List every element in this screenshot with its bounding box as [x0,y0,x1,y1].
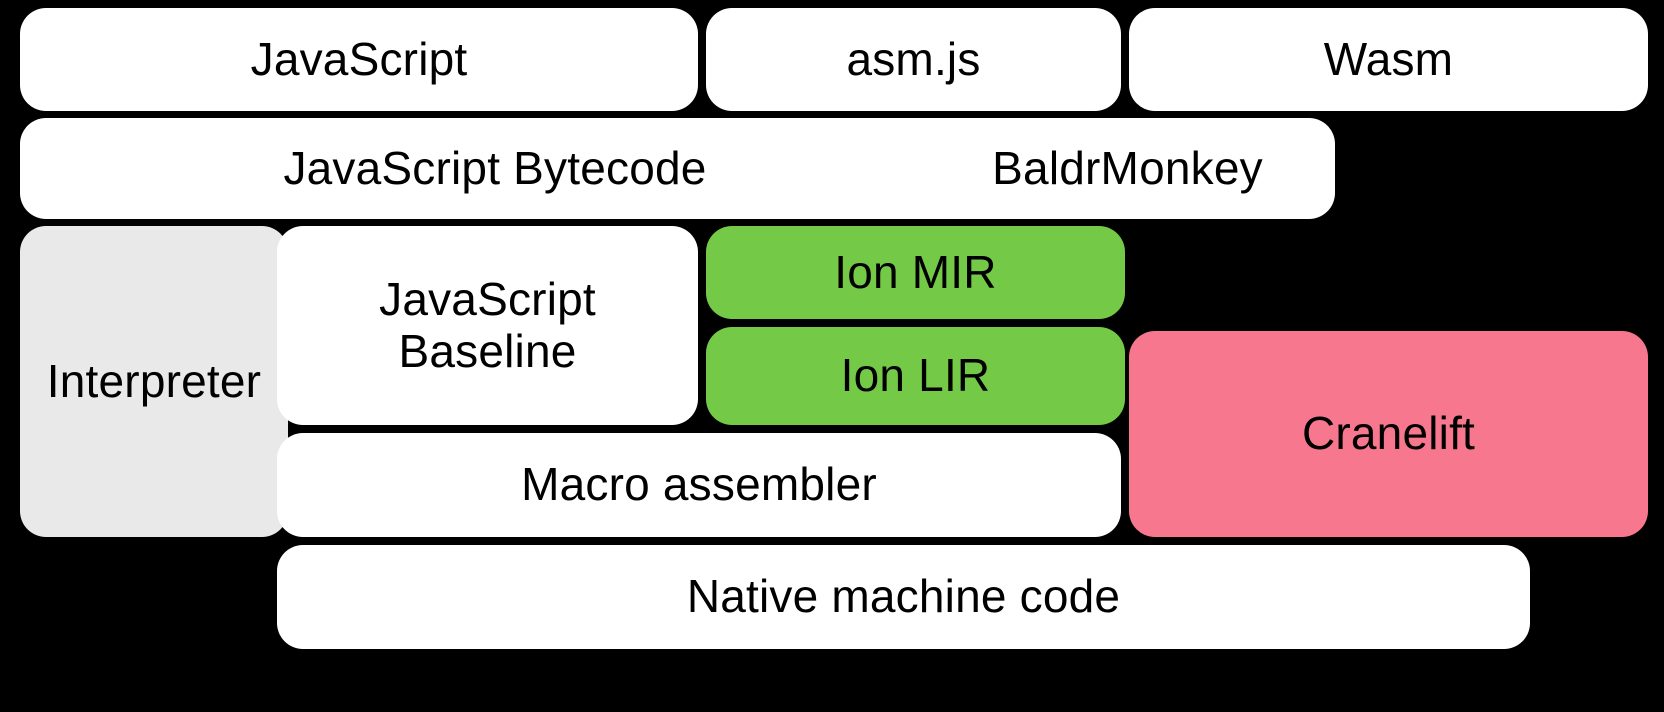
node-javascript-bytecode: JavaScript Bytecode [20,118,970,219]
node-asm-js: asm.js [706,8,1121,111]
node-cranelift: Cranelift [1129,331,1648,537]
node-javascript: JavaScript [20,8,698,111]
node-javascript-baseline: JavaScript Baseline [277,226,698,425]
node-macro-assembler: Macro assembler [277,433,1121,537]
node-wasm: Wasm [1129,8,1648,111]
node-native-machine-code: Native machine code [277,545,1530,649]
node-baldrmonkey: BaldrMonkey [920,118,1335,219]
node-ion-lir: Ion LIR [706,327,1125,425]
node-interpreter: Interpreter [20,226,288,537]
node-ion-mir: Ion MIR [706,226,1125,319]
